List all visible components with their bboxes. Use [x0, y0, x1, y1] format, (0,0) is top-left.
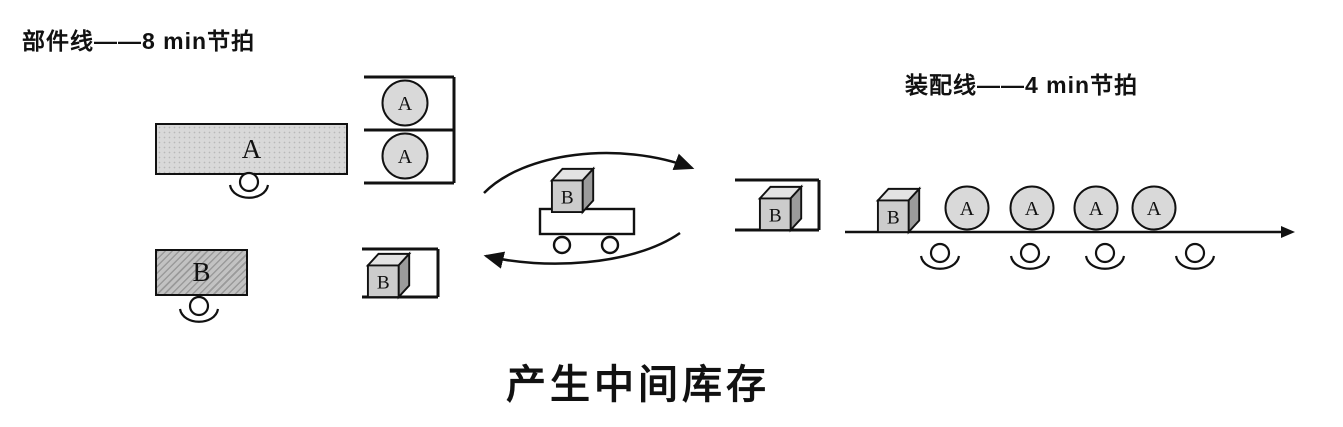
transport-arrows [483, 151, 695, 269]
assembly-part-cube: B [875, 186, 922, 235]
part-circle [381, 79, 429, 127]
caption: 产生中间库存 [506, 361, 770, 408]
assembly-conveyor-line [845, 226, 1295, 238]
parts-line-label: 部件线——8 min节拍 [22, 28, 256, 54]
circle-letter: A [960, 198, 975, 220]
assembly-part-circle: A [1073, 185, 1119, 231]
cube-letter: B [561, 187, 574, 208]
parts-station-a: A [155, 123, 348, 175]
operator-icon [919, 242, 961, 270]
part-cube-b: B [549, 166, 596, 215]
cube-letter: B [769, 205, 782, 226]
part-cube-b: B [757, 184, 804, 233]
transport-arrow-to-assembly [483, 151, 695, 194]
operator-icon [178, 295, 220, 323]
transport-arrow-return [483, 231, 681, 269]
operator-icon [1084, 242, 1126, 270]
assembly-part-circle: A [944, 185, 990, 231]
operator-icon [228, 171, 270, 199]
station-a-letter: A [241, 133, 262, 164]
parts-station-b: B [155, 249, 248, 296]
assembly-part-circle: A [1131, 185, 1177, 231]
transport-cart-icon [538, 207, 636, 255]
part-cube-b: B [365, 251, 412, 300]
circle-letter: A [1025, 198, 1040, 220]
part-circle [381, 132, 429, 180]
operator-icon [1174, 242, 1216, 270]
station-b-letter: B [192, 257, 211, 287]
rack-part-letter: A [398, 146, 413, 168]
parts-rack-a: A A [364, 75, 456, 185]
operator-icon [1009, 242, 1051, 270]
assembly-line-label: 装配线——4 min节拍 [905, 72, 1139, 98]
circle-letter: A [1089, 198, 1104, 220]
rack-part-letter: A [398, 93, 413, 115]
circle-letter: A [1147, 198, 1162, 220]
cube-letter: B [377, 272, 390, 293]
cube-letter: B [887, 207, 900, 228]
assembly-part-circle: A [1009, 185, 1055, 231]
